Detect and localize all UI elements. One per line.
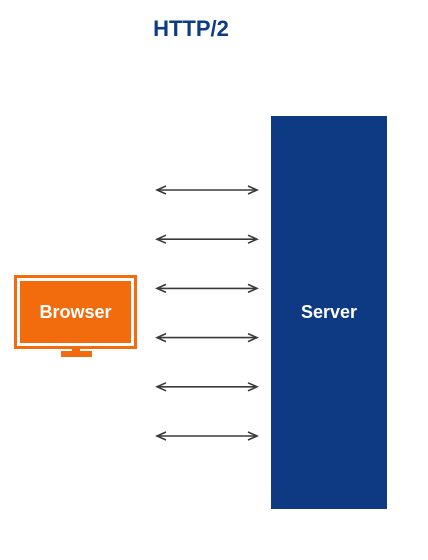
arrowhead-right [247, 431, 259, 441]
browser-monitor-icon: Browser [14, 275, 137, 349]
bidirectional-arrow [155, 234, 259, 244]
server-label: Server [300, 302, 358, 322]
arrowhead-left [155, 185, 167, 195]
monitor-neck [72, 348, 80, 352]
arrowhead-right [247, 382, 259, 392]
bidirectional-arrow [155, 283, 259, 294]
server-box: Server [271, 116, 387, 509]
bidirectional-arrow [155, 382, 259, 392]
arrowhead-left [155, 283, 167, 294]
arrowhead-right [247, 332, 259, 343]
arrowhead-right [247, 185, 259, 195]
arrowhead-left [155, 234, 167, 244]
monitor-stand [61, 351, 92, 357]
bidirectional-arrow [155, 431, 259, 441]
arrowhead-right [247, 283, 259, 294]
diagram-title: HTTP/2 [153, 16, 229, 41]
bidirectional-arrow [155, 185, 259, 195]
bidirectional-arrow [155, 332, 259, 343]
browser-label: Browser [39, 301, 112, 322]
arrowhead-right [247, 234, 259, 244]
arrowhead-left [155, 431, 167, 441]
browser-screen-fill: Browser [20, 281, 131, 343]
arrowhead-left [155, 332, 167, 343]
arrowhead-left [155, 382, 167, 392]
